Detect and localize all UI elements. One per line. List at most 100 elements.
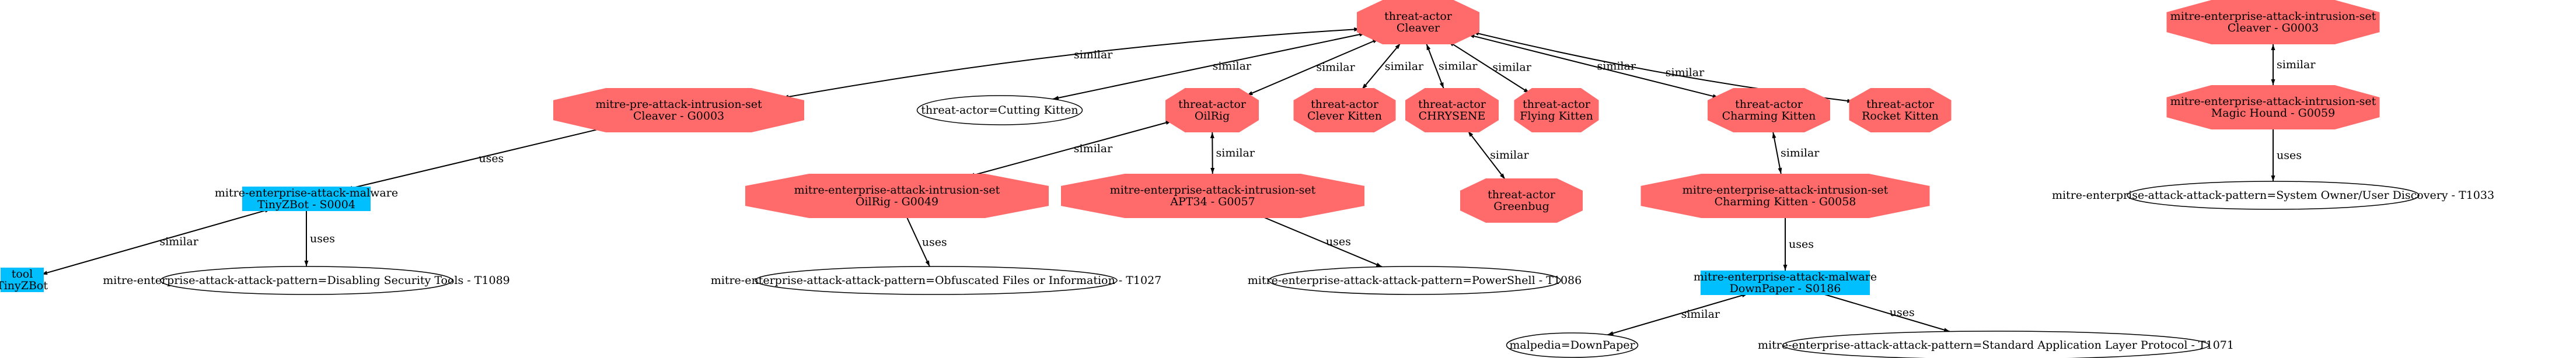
ellipse-node-shape: [1782, 331, 2210, 358]
node-name-label: OilRig: [1195, 110, 1230, 122]
edge-label-uses: uses: [1789, 238, 1814, 251]
edge-label-uses: uses: [310, 233, 335, 245]
edge-label-similar: similar: [1385, 60, 1424, 73]
octagon-node-shape: [553, 88, 804, 132]
octagon-node-shape: [1849, 88, 1952, 132]
node-name-label: malpedia=DownPaper: [1509, 339, 1635, 352]
node-name-label: Flying Kitten: [1520, 110, 1593, 122]
graph-node-mitre-enterprise-attack-intrusion-set-cleaver-g0003[interactable]: mitre-enterprise-attack-intrusion-setCle…: [2166, 0, 2380, 44]
graph-node-malpedia-downpaper[interactable]: malpedia=DownPaper: [1506, 332, 1639, 358]
octagon-node-shape: [1293, 88, 1396, 132]
node-type-label: threat-actor: [1488, 188, 1556, 201]
graph-node-mitre-enterprise-attack-intrusion-set-oilrig-g0049[interactable]: mitre-enterprise-attack-intrusion-setOil…: [745, 174, 1049, 218]
edge-label-similar: similar: [1597, 60, 1636, 73]
node-name-label: Clever Kitten: [1307, 110, 1382, 122]
edge-label-similar: similar: [1216, 146, 1255, 159]
node-type-label: tool: [12, 268, 33, 280]
edge-similar-mal_tinyzbot-to-tool_tinyzbot: [41, 208, 271, 275]
graph-node-mitre-enterprise-attack-attack-pattern-system-owner-user-discovery-t1033[interactable]: mitre-enterprise-attack-attack-pattern=S…: [2052, 181, 2494, 210]
node-type-label: threat-actor: [1384, 10, 1453, 23]
node-type-label: mitre-enterprise-attack-intrusion-set: [1683, 184, 1889, 196]
graph-node-mitre-enterprise-attack-attack-pattern-standard-application-layer-protocol-t1071[interactable]: mitre-enterprise-attack-attack-pattern=S…: [1758, 331, 2234, 358]
ellipse-node-shape: [2127, 181, 2420, 210]
graph-node-mitre-enterprise-attack-intrusion-set-apt34-g0057[interactable]: mitre-enterprise-attack-intrusion-setAPT…: [1061, 174, 1364, 218]
node-name-label: mitre-enterprise-attack-attack-pattern=D…: [103, 274, 510, 287]
edge-uses-ent_apt34-to-ap_t1086: [1262, 216, 1383, 268]
octagon-node-shape: [1061, 174, 1364, 218]
graph-node-mitre-enterprise-attack-attack-pattern-powershell-t1086[interactable]: mitre-enterprise-attack-attack-pattern=P…: [1248, 266, 1582, 295]
box-node-shape: [242, 187, 371, 211]
edge-label-similar: similar: [1074, 142, 1113, 155]
graph-node-mitre-enterprise-attack-malware-downpaper-s0186[interactable]: mitre-enterprise-attack-malwareDownPaper…: [1694, 271, 1877, 295]
edge-similar-ta_oilrig-to-ta_cleaver: [1247, 38, 1379, 96]
edge-similar-pre_cleaver-to-ta_cleaver: [783, 27, 1360, 99]
edge-label-similar: similar: [1781, 146, 1820, 159]
node-type-label: mitre-enterprise-attack-malware: [215, 187, 398, 199]
graph-node-mitre-enterprise-attack-intrusion-set-magic-hound-g0059[interactable]: mitre-enterprise-attack-intrusion-setMag…: [2166, 85, 2380, 129]
octagon-node-shape: [1708, 88, 1830, 132]
node-type-label: mitre-pre-attack-intrusion-set: [595, 98, 762, 111]
node-type-label: mitre-enterprise-attack-intrusion-set: [2170, 10, 2376, 23]
node-type-label: threat-actor: [1178, 98, 1247, 111]
graph-node-mitre-enterprise-attack-attack-pattern-disabling-security-tools-t1089[interactable]: mitre-enterprise-attack-attack-pattern=D…: [103, 266, 510, 295]
edge-label-similar: similar: [1492, 61, 1531, 73]
octagon-node-shape: [1165, 88, 1259, 132]
edge-similar-ta_chrysene-to-ta_greenbug: [1467, 131, 1506, 180]
edge-label-uses: uses: [479, 152, 504, 165]
octagon-node-shape: [745, 174, 1049, 218]
node-name-label: mitre-enterprise-attack-attack-pattern=S…: [1758, 339, 2234, 352]
edge-uses-ent_oilrig-to-ap_t1027: [906, 217, 930, 267]
edge-label-uses: uses: [922, 236, 947, 248]
ellipse-node-shape: [1506, 332, 1639, 358]
octagon-node-shape: [2166, 85, 2380, 129]
node-name-label: mitre-enterprise-attack-attack-pattern=S…: [2052, 189, 2494, 202]
octagon-node-shape: [1405, 88, 1499, 132]
edge-label-similar: similar: [1681, 308, 1720, 321]
octagon-node-shape: [1357, 0, 1479, 44]
graph-node-mitre-enterprise-attack-malware-tinyzbot-s0004[interactable]: mitre-enterprise-attack-malwareTinyZBot …: [215, 187, 398, 211]
node-type-label: threat-actor: [1866, 98, 1935, 111]
node-name-label: Greenbug: [1493, 200, 1549, 213]
node-type-label: threat-actor: [1311, 98, 1379, 111]
octagon-node-shape: [1460, 178, 1583, 223]
edge-label-similar: similar: [1074, 48, 1113, 61]
edge-label-similar: similar: [1490, 149, 1529, 162]
node-name-label: Rocket Kitten: [1862, 110, 1939, 122]
node-type-label: mitre-enterprise-attack-malware: [1694, 271, 1877, 283]
node-name-label: Cleaver - G0003: [2228, 22, 2319, 34]
node-type-label: mitre-enterprise-attack-intrusion-set: [794, 184, 1000, 196]
node-name-label: Cleaver: [1397, 22, 1440, 34]
edge-label-uses: uses: [1890, 306, 1915, 319]
ellipse-node-shape: [916, 95, 1083, 125]
edge-labels-layer: similar similar similar similar similar simil…: [159, 48, 2316, 321]
node-name-label: mitre-enterprise-attack-attack-pattern=P…: [1248, 274, 1582, 287]
octagon-node-shape: [1640, 174, 1930, 218]
node-type-label: threat-actor: [1418, 98, 1486, 111]
node-type-label: threat-actor: [1735, 98, 1803, 111]
graph-node-mitre-enterprise-attack-intrusion-set-charming-kitten-g0058[interactable]: mitre-enterprise-attack-intrusion-setCha…: [1640, 174, 1930, 218]
edge-similar-mal_downpaper-to-malpedia_downpaper: [1607, 293, 1748, 336]
edge-similar-ta_oilrig-to-ent_oilrig: [968, 120, 1172, 177]
graph-node-threat-actor-cutting-kitten[interactable]: threat-actor=Cutting Kitten: [916, 95, 1083, 125]
edge-label-similar: similar: [2277, 58, 2316, 71]
node-name-label: Charming Kitten: [1722, 110, 1816, 122]
ellipse-node-shape: [160, 266, 453, 295]
node-type-label: threat-actor: [1523, 98, 1591, 111]
node-name-label: Magic Hound - G0059: [2211, 107, 2335, 120]
edge-label-similar: similar: [1666, 66, 1705, 79]
graph-node-mitre-enterprise-attack-attack-pattern-obfuscated-files-or-information-t1027[interactable]: mitre-enterprise-attack-attack-pattern=O…: [711, 266, 1162, 295]
node-type-label: mitre-enterprise-attack-intrusion-set: [1110, 184, 1316, 196]
edge-uses-mal_downpaper-to-ap_t1071: [1822, 293, 1950, 332]
edge-similar-ta_charming_kitten-to-ent_charming_kitten: [1772, 132, 1782, 174]
